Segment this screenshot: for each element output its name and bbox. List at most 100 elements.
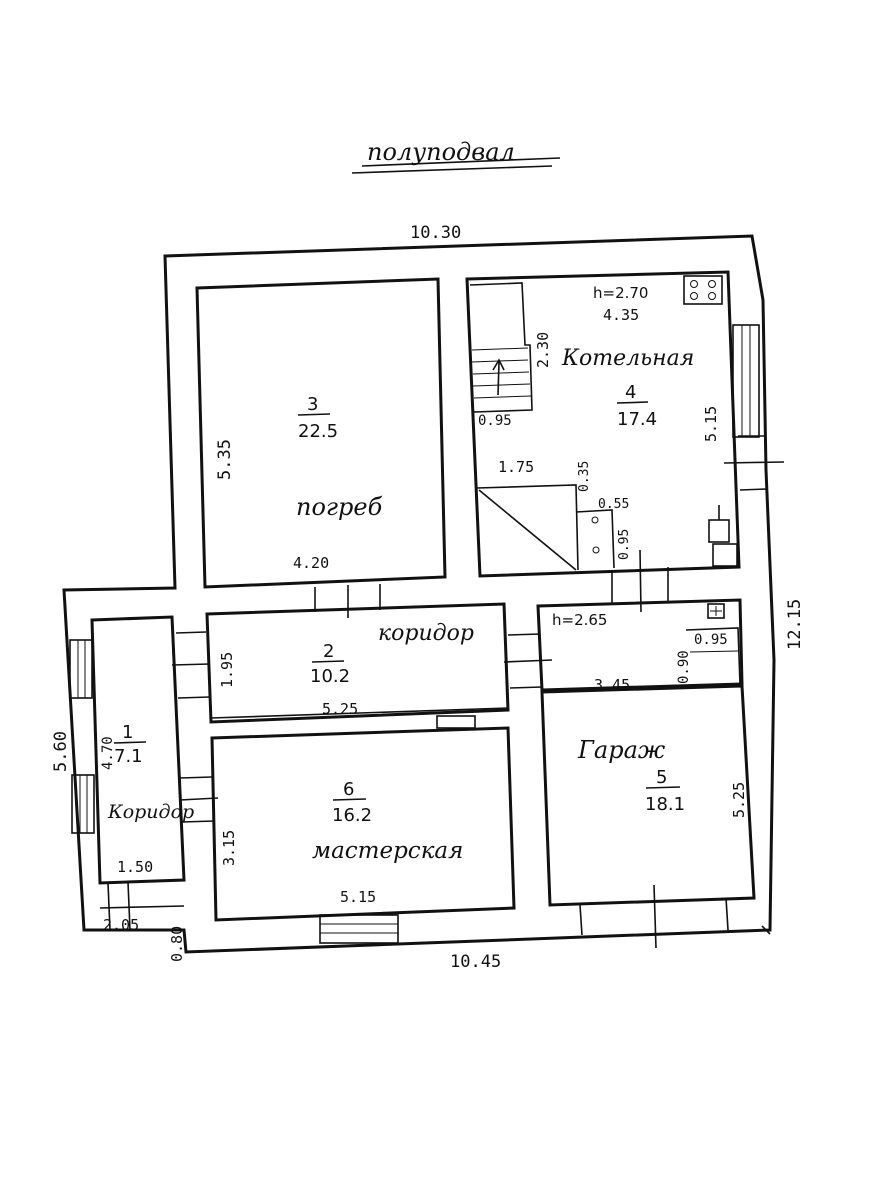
dim-stair-width: 0.95 [478, 413, 512, 429]
garage-gate-jamb [579, 904, 583, 936]
dim-corridor2-width: 5.25 [322, 700, 358, 718]
stair-arrow [497, 361, 500, 396]
door-garage [503, 659, 553, 663]
dim-garage-room-width: 3.45 [594, 676, 630, 694]
stair-block [469, 282, 533, 413]
door-boiler [639, 549, 642, 613]
garage-gate-jamb [725, 897, 729, 931]
dim-cellar-width: 4.20 [293, 554, 329, 572]
entrance-jamb [107, 882, 111, 931]
door-boiler-outside [723, 461, 785, 464]
stair-arrow-head [492, 358, 505, 371]
room-number-5: 5 [656, 767, 667, 788]
dim-workshop-height: 3.15 [220, 830, 238, 866]
room-boiler [465, 270, 741, 578]
window-right [732, 324, 760, 438]
room-area-5: 18.1 [645, 794, 685, 815]
door-jamb [175, 631, 207, 634]
window-left-upper [69, 639, 93, 699]
stair-step [472, 383, 531, 387]
dim-garage-niche-w: 0.95 [694, 632, 728, 648]
room-cellar [195, 277, 447, 589]
room-number-1: 1 [122, 722, 133, 743]
fraction-bar [311, 660, 345, 663]
dim-garage-height: 5.25 [730, 782, 748, 818]
room-name-5: Гараж [577, 736, 666, 764]
title-underline-2 [351, 165, 553, 174]
dim-left-total: 5.60 [51, 731, 71, 772]
ramp-outline [476, 484, 579, 571]
title-underline [361, 157, 561, 167]
dim-entry-depth: 0.80 [168, 926, 186, 962]
room-area-6: 16.2 [332, 805, 372, 826]
room-name-1: Коридор [107, 801, 194, 823]
stair-step [472, 371, 530, 375]
dim-stair-lower: 1.75 [498, 458, 534, 476]
door-jamb [177, 696, 211, 699]
entrance-line [99, 905, 185, 909]
dim-garage-niche-h: 0.90 [676, 650, 692, 684]
room-name-4: Котельная [561, 346, 694, 371]
garage-height: h=2.65 [552, 611, 607, 629]
entrance-jamb [127, 881, 131, 931]
dim-boiler-width: 4.35 [603, 306, 639, 324]
ramp-diagonal [478, 489, 577, 571]
boiler-base-icon [712, 543, 738, 567]
fixture-icon [591, 516, 599, 524]
room-number-6: 6 [343, 779, 354, 800]
burner-icon [708, 280, 716, 288]
dim-niche-b: 0.55 [598, 497, 629, 512]
room-area-3: 22.5 [298, 421, 338, 442]
plan-title: полуподвал [367, 138, 515, 166]
room-area-2: 10.2 [310, 666, 350, 687]
dim-corridor1-width: 1.50 [117, 858, 153, 876]
dim-corridor1-height: 4.70 [100, 736, 116, 770]
stove-icon [683, 275, 723, 305]
dim-niche-c: 0.95 [617, 529, 632, 560]
window-bottom [319, 914, 399, 944]
room-name-6: мастерская [312, 838, 463, 864]
door-jamb [507, 633, 541, 636]
boiler-unit-icon [708, 519, 730, 543]
fraction-bar [616, 401, 649, 404]
room-name-3: погреб [296, 493, 383, 521]
dim-boiler-height: 5.15 [702, 406, 720, 442]
corner-mark [761, 925, 771, 935]
door-jamb [509, 686, 543, 689]
fraction-bar [113, 741, 147, 744]
garage-niche [685, 627, 741, 685]
fraction-bar [645, 786, 681, 789]
dim-cellar-height: 5.35 [215, 439, 235, 480]
burner-icon [708, 292, 716, 300]
room-number-3: 3 [307, 394, 318, 415]
dim-stair-height: 2.30 [534, 332, 552, 368]
dim-corridor2-height: 1.95 [218, 652, 236, 688]
room-garage [540, 684, 756, 907]
door-corridor [171, 663, 211, 666]
garage-gate [653, 884, 657, 949]
room-area-1: 7.1 [114, 746, 143, 767]
door-jamb [179, 776, 213, 779]
workshop-vent [436, 715, 476, 729]
room-garage-upper [536, 598, 744, 692]
stair-step [473, 395, 532, 399]
stair-step [471, 347, 529, 351]
partition-line [210, 707, 509, 719]
boiler-height: h=2.70 [593, 284, 648, 302]
fraction-bar [332, 798, 367, 801]
door-workshop [179, 797, 219, 801]
door-jamb [739, 488, 767, 491]
room-number-2: 2 [323, 641, 334, 662]
burner-icon [690, 292, 698, 300]
dim-niche-a: 0.35 [577, 461, 592, 492]
dim-entry-width: 2.05 [103, 916, 139, 934]
dim-right-total: 12.15 [785, 599, 805, 650]
burner-icon [690, 280, 698, 288]
room-workshop [210, 726, 516, 922]
fraction-bar [297, 413, 331, 416]
fixture-icon [592, 546, 600, 554]
room-corridor-1 [90, 615, 186, 885]
room-corridor-2 [205, 602, 510, 724]
garage-niche-line [689, 650, 739, 653]
